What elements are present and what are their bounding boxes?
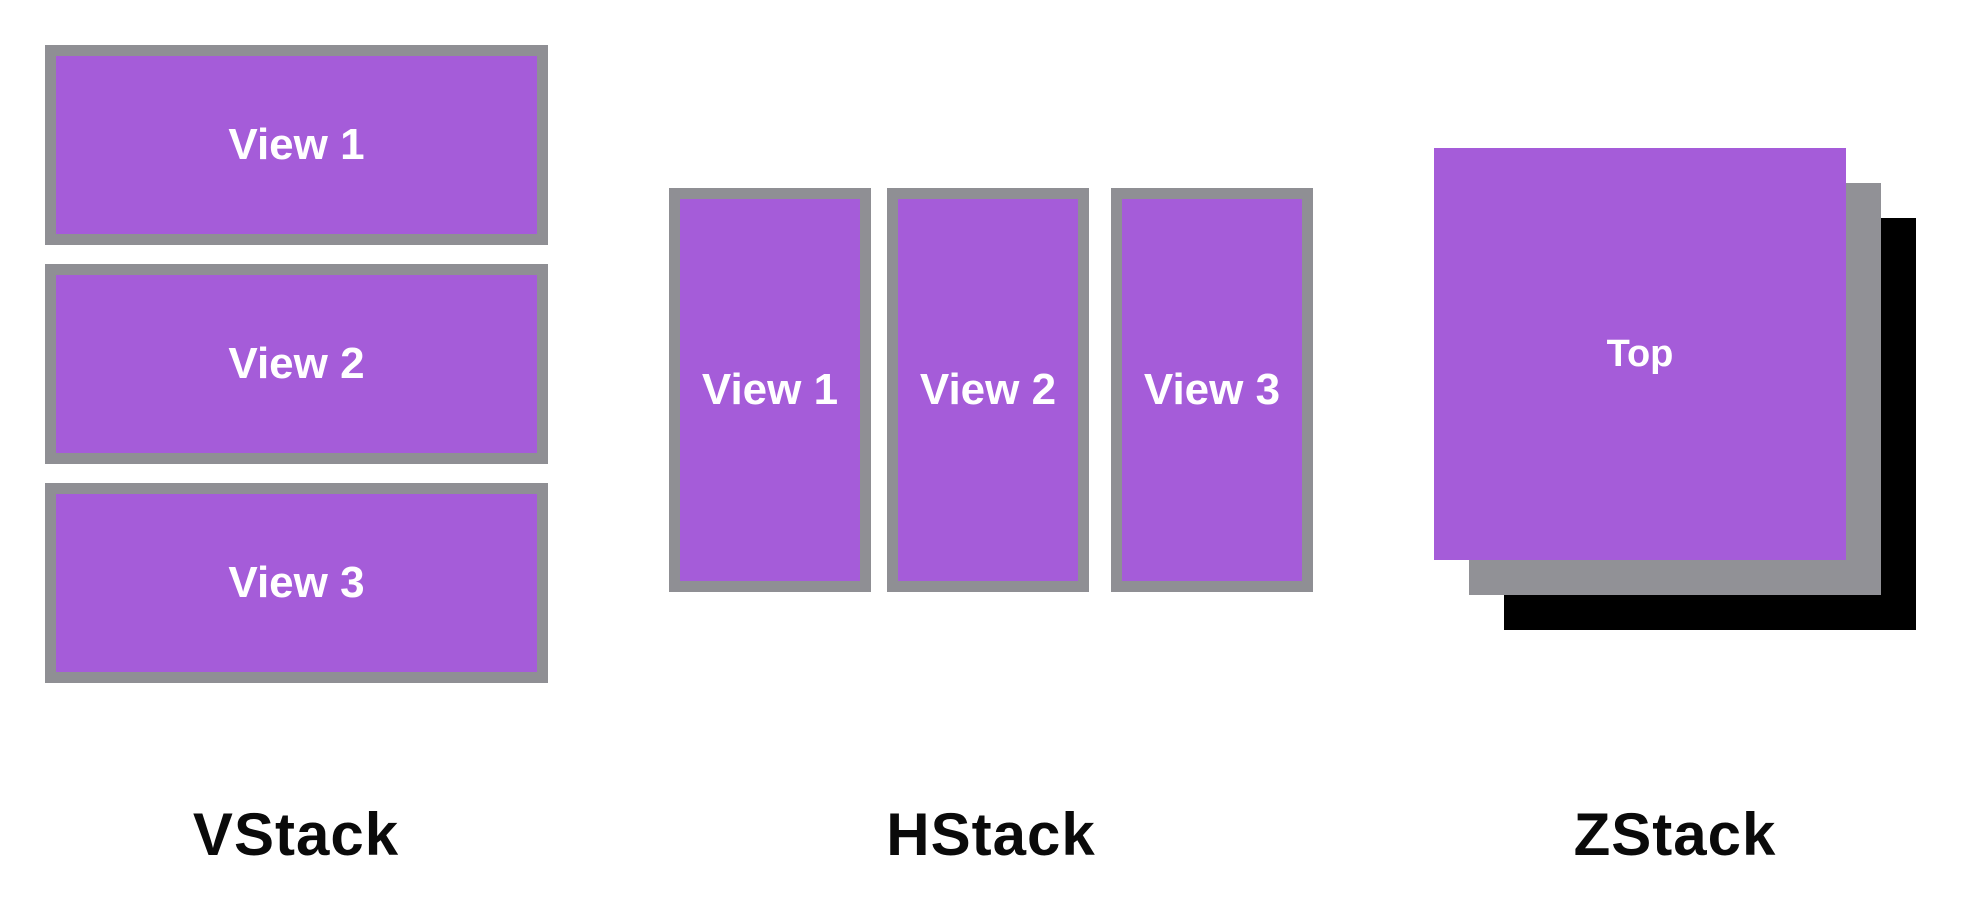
hstack-section-label: HStack [886,801,1096,868]
vstack-section-label: VStack [192,801,400,868]
hstack-view-3-label: View 3 [1143,365,1281,414]
vstack-view-3-label: View 3 [228,558,365,607]
vstack-view-3: View 3 [45,483,548,683]
hstack-view-1: View 1 [669,188,871,592]
zstack-section-label: ZStack [1573,801,1777,868]
hstack-view-1-label: View 1 [701,365,839,414]
vstack-view-2: View 2 [45,264,548,464]
hstack-view-3: View 3 [1111,188,1313,592]
hstack-view-2-label: View 2 [919,365,1057,414]
hstack-view-2: View 2 [887,188,1089,592]
vstack-view-2-label: View 2 [228,339,365,388]
zstack-top-label: Top [1606,332,1674,375]
zstack-layer-top: Top [1434,148,1846,560]
vstack-view-1-label: View 1 [228,120,365,169]
vstack-view-1: View 1 [45,45,548,245]
